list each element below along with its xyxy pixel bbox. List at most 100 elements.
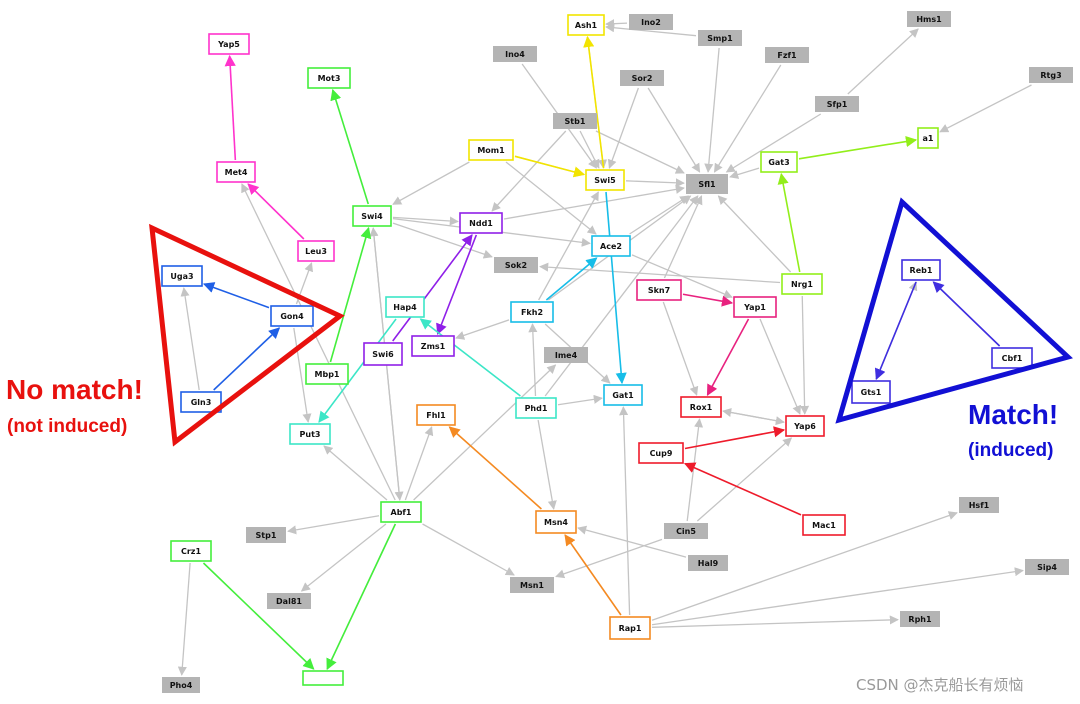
node-box: [698, 30, 742, 46]
node-fzf1: Fzf1: [765, 47, 809, 63]
node-box: [686, 174, 728, 194]
edge-rap1-to-hsf1: [651, 511, 958, 621]
node-box: [1029, 67, 1073, 83]
edge-crz1-to-bottom: [202, 562, 315, 670]
edge-cup9-to-yap6: [684, 426, 786, 450]
node-hsf1: Hsf1: [959, 497, 999, 513]
node-box: [510, 577, 554, 593]
node-rph1: Rph1: [900, 611, 940, 627]
node-ino2: Ino2: [629, 14, 673, 30]
edge-hap4-to-put3: [318, 318, 397, 423]
node-label: Sfp1: [827, 100, 848, 109]
edge-rap1-to-sip4: [651, 567, 1024, 626]
node-box: [162, 677, 200, 693]
edge-stb1-to-swi5: [579, 130, 600, 169]
edge-gln3-to-gon4: [213, 327, 281, 391]
node-box: [544, 347, 588, 363]
match-label: Match!: [968, 399, 1059, 430]
node-label: Cup9: [650, 449, 673, 458]
node-box: [515, 397, 557, 419]
edge-phd1-to-msn4: [537, 419, 557, 510]
node-label: Smp1: [707, 34, 733, 43]
node-label: Fhl1: [426, 411, 446, 420]
no-match-triangle: [149, 223, 345, 447]
node-msn1: Msn1: [510, 577, 554, 593]
node-box: [363, 342, 403, 366]
node-box: [802, 514, 846, 536]
node-box: [733, 296, 777, 318]
edge-abf1-to-fhl1: [404, 426, 434, 501]
node-label: Swi6: [372, 350, 394, 359]
edge-fkh2-to-ace2: [545, 257, 598, 301]
node-box: [270, 305, 314, 327]
edge-swi5-to-sfl1: [625, 178, 685, 188]
edge-yap1-to-yap6: [759, 318, 801, 415]
edge-smp1-to-ash1: [605, 23, 697, 37]
edge-fkh2-to-swi5: [538, 191, 599, 301]
node-box: [585, 169, 625, 191]
node-bottom: [302, 670, 344, 686]
edge-gln3-to-uga3: [180, 287, 200, 391]
watermark: CSDN @杰克船长有烦恼: [856, 676, 1024, 694]
node-box: [1025, 559, 1069, 575]
edge-mom1-to-swi5: [514, 155, 586, 178]
node-skn7: Skn7: [636, 279, 682, 301]
node-yap5: Yap5: [208, 33, 250, 55]
edge-mom1-to-swi4: [392, 161, 470, 205]
node-abf1: Abf1: [380, 501, 422, 523]
node-sor2: Sor2: [620, 70, 664, 86]
edge-abf1-to-bottom: [326, 523, 397, 671]
node-label: Uga3: [170, 272, 193, 281]
node-box: [216, 161, 256, 183]
edge-phd1-to-fkh2: [528, 323, 538, 397]
node-box: [900, 611, 940, 627]
edge-nrg1-to-gat3: [777, 172, 801, 273]
node-box: [535, 510, 577, 534]
node-box: [636, 279, 682, 301]
edge-cin5-to-yap6: [696, 437, 793, 522]
node-gat3: Gat3: [760, 151, 798, 173]
node-label: Sfl1: [698, 180, 716, 189]
match-sublabel: (induced): [968, 440, 1054, 461]
node-label: Swi4: [361, 212, 383, 221]
node-label: Gln3: [191, 398, 212, 407]
node-label: Yap1: [743, 303, 766, 312]
node-stp1: Stp1: [246, 527, 286, 543]
node-box: [629, 14, 673, 30]
node-label: Fzf1: [777, 51, 797, 60]
node-label: Pho4: [170, 681, 193, 690]
node-label: Ash1: [575, 21, 598, 30]
node-label: Mot3: [318, 74, 341, 83]
node-box: [609, 616, 651, 640]
edge-ndd1-to-zms1: [436, 234, 478, 336]
node-label: Skn7: [648, 286, 670, 295]
node-ash1: Ash1: [567, 14, 605, 36]
node-pho4: Pho4: [162, 677, 200, 693]
edge-nrg1-to-sok2: [539, 262, 781, 284]
node-ace2: Ace2: [591, 235, 631, 257]
node-label: Hal9: [698, 559, 719, 568]
edge-ino2-to-ash1: [605, 19, 628, 29]
node-put3: Put3: [289, 423, 331, 445]
node-yap6: Yap6: [785, 415, 825, 437]
edge-yap6-to-rox1: [722, 408, 785, 423]
node-label: Rtg3: [1040, 71, 1061, 80]
node-gts1: Gts1: [851, 380, 891, 404]
node-label: Reb1: [910, 266, 933, 275]
node-swi6: Swi6: [363, 342, 403, 366]
edge-phd1-to-hap4: [419, 318, 521, 397]
node-label: Gat3: [768, 158, 789, 167]
node-label: Hms1: [916, 15, 942, 24]
node-sip4: Sip4: [1025, 559, 1069, 575]
edge-abf1-to-put3: [323, 445, 388, 501]
node-met4: Met4: [216, 161, 256, 183]
node-label: Cbf1: [1002, 354, 1023, 363]
node-msn4: Msn4: [535, 510, 577, 534]
node-box: [180, 391, 222, 413]
node-label: Nrg1: [791, 280, 813, 289]
node-label: Ino2: [641, 18, 661, 27]
edge-sfp1-to-hms1: [847, 28, 919, 95]
node-box: [815, 96, 859, 112]
node-cin5: Cin5: [664, 523, 708, 539]
node-label: Yap6: [793, 422, 816, 431]
